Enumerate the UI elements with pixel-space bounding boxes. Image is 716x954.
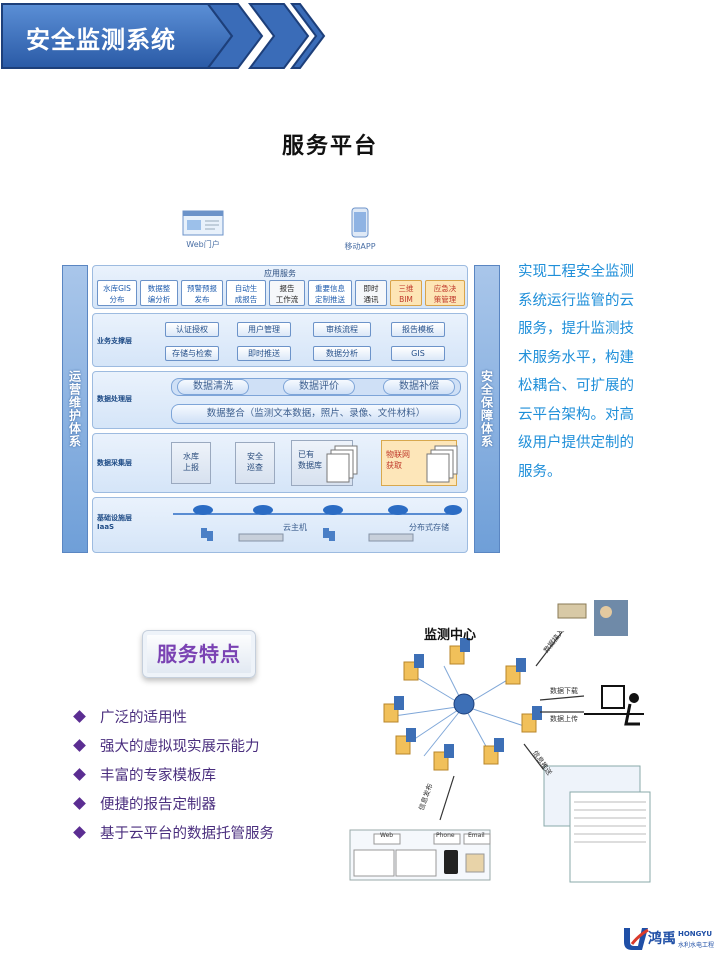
data-cleaning-pill: 数据清洗 [177, 379, 249, 395]
banner-arrows-graphic [1, 3, 326, 69]
diamond-bullet-icon [73, 797, 86, 810]
collect-layer-label: 数据采集层 [97, 459, 132, 467]
diamond-bullet-icon [73, 739, 86, 752]
app-cell-emergency: 应急决 策管理 [425, 280, 465, 306]
header-banner: 安全监测系统 [0, 0, 330, 72]
process-layer-label: 数据处理层 [97, 395, 132, 403]
app-cell-report-gen: 自动生 成报告 [226, 280, 266, 306]
diamond-bullet-icon [73, 710, 86, 723]
app-cell-report-flow: 报告 工作流 [269, 280, 305, 306]
collect-layer: 数据采集层 水库 上报 安全 巡查 已有 数据库 物联网 获取 [92, 433, 468, 493]
app-cell-bim: 三维 BIM [390, 280, 422, 306]
reservoir-report-card: 水库 上报 [171, 442, 211, 484]
logo-brand-latin: HONGYU [678, 930, 713, 938]
distributed-storage-label: 分布式存储 [409, 523, 449, 532]
stacked-pages-icon-2 [426, 445, 458, 483]
intro-paragraph: 实现工程安全监测系统运行监管的云服务，提升监测技术服务水平，构建松耦合、可扩展的… [518, 264, 634, 480]
logo-tagline: 水利水电工程 [678, 942, 715, 949]
page-title: 安全监测系统 [26, 26, 176, 54]
app-layer-title: 应用服务 [264, 269, 296, 278]
mobile-app-label: 移动APP [344, 242, 376, 251]
features-heading-button: 服务特点 [142, 630, 256, 678]
app-cell-im: 即时 通讯 [355, 280, 387, 306]
feature-item-text: 便捷的报告定制器 [100, 797, 216, 813]
web-portal-label: Web门户 [186, 240, 220, 249]
process-layer: 数据处理层 数据清洗 数据评价 数据补偿 数据整合（监测文本数据，照片、录像、文… [92, 371, 468, 429]
app-service-layer: 应用服务 水库GIS 分布 数据整 编分析 预警预报 发布 自动生 成报告 报告… [92, 265, 468, 309]
audit-flow-button: 审核流程 [313, 322, 371, 337]
network-diagram-graphic [349, 600, 651, 883]
data-integration-pill: 数据整合（监测文本数据，照片、录像、文件材料） [171, 404, 461, 424]
app-cell-push: 重要信息 定制推送 [308, 280, 352, 306]
app-cell-warning: 预警预报 发布 [181, 280, 223, 306]
arrow-label-download: 数据下载 [550, 687, 578, 695]
feature-item-text: 丰富的专家模板库 [100, 768, 216, 784]
channel-web: Web [380, 832, 394, 839]
channel-email: Email [468, 832, 485, 839]
browser-icon [182, 210, 224, 236]
instant-push-button: 即时推送 [237, 346, 291, 361]
storage-search-button: 存储与检索 [165, 346, 219, 361]
feature-item-text: 强大的虚拟现实展示能力 [100, 739, 260, 755]
user-mgmt-button: 用户管理 [237, 322, 291, 337]
gis-button: GIS [391, 346, 445, 361]
auth-button: 认证授权 [165, 322, 219, 337]
ops-maintenance-bar: 运营维护体系 [62, 265, 88, 553]
app-cell-gis: 水库GIS 分布 [97, 280, 137, 306]
data-compensation-pill: 数据补偿 [383, 379, 455, 395]
infra-layer: 基础设施层 IaaS 云主机 分布式存储 [92, 497, 468, 553]
safety-patrol-card: 安全 巡查 [235, 442, 275, 484]
feature-item: 基于云平台的数据托管服务 [72, 818, 274, 847]
data-analysis-button: 数据分析 [313, 346, 371, 361]
support-layer-label: 业务支撑层 [97, 337, 132, 345]
monitoring-network-figure: 监测中心 [344, 596, 700, 888]
security-assurance-bar: 安全保障体系 [474, 265, 500, 553]
arrow-label-upload: 数据上传 [550, 715, 578, 723]
infra-layer-label: 基础设施层 IaaS [97, 514, 132, 531]
channel-phone: Phone [436, 832, 455, 839]
feature-item-text: 广泛的适用性 [100, 710, 187, 726]
feature-item: 强大的虚拟现实展示能力 [72, 731, 274, 760]
mobile-app: 移动APP [338, 207, 382, 252]
diamond-bullet-icon [73, 768, 86, 781]
section-title: 服务平台 [281, 134, 378, 159]
report-template-button: 报告模板 [391, 322, 445, 337]
data-evaluation-pill: 数据评价 [283, 379, 355, 395]
cloud-network-graphic [173, 505, 462, 542]
hongyu-logo-graphic [624, 928, 649, 950]
phone-icon [351, 207, 369, 238]
logo-brand: 鸿禹 [648, 931, 676, 947]
feature-item: 丰富的专家模板库 [72, 760, 274, 789]
support-layer: 业务支撑层 认证授权 用户管理 审核流程 报告模板 存储与检索 即时推送 数据分… [92, 313, 468, 367]
feature-list: 广泛的适用性 强大的虚拟现实展示能力 丰富的专家模板库 便捷的报告定制器 基于云… [72, 702, 274, 847]
web-portal: Web门户 [178, 209, 228, 250]
diamond-bullet-icon [73, 826, 86, 839]
app-cell-data-analysis: 数据整 编分析 [140, 280, 178, 306]
stacked-pages-icon [326, 445, 358, 483]
feature-item: 便捷的报告定制器 [72, 789, 274, 818]
cloud-host-label: 云主机 [283, 523, 307, 532]
feature-item: 广泛的适用性 [72, 702, 274, 731]
architecture-diagram: Web门户 移动APP 运营维护体系 安全保障体系 应用服务 水库GIS 分布 … [60, 205, 502, 557]
monitoring-center-label: 监测中心 [424, 628, 477, 643]
feature-item-text: 基于云平台的数据托管服务 [100, 826, 274, 842]
company-logo: 鸿禹 HONGYU 水利水电工程 [622, 924, 714, 952]
